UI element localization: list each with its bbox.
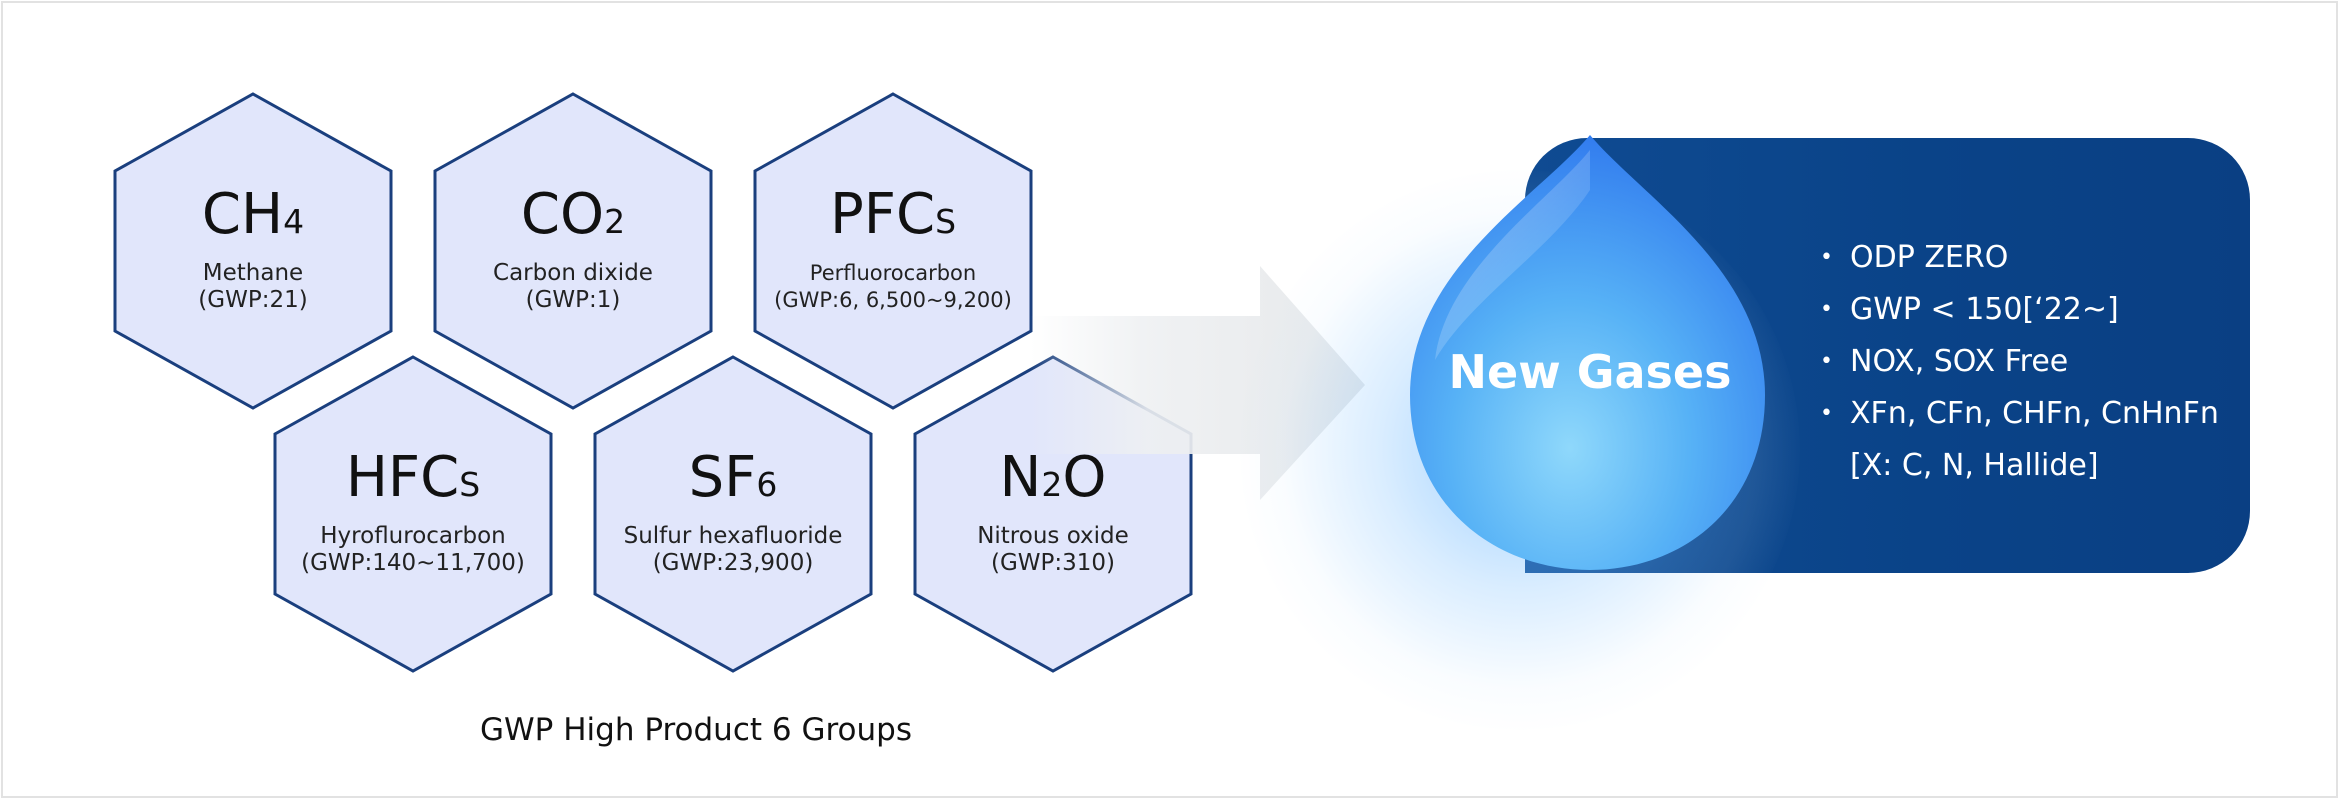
- hexagon-shape: [113, 92, 393, 410]
- formula: N2O: [999, 445, 1107, 510]
- hexagon-shape: [593, 355, 873, 673]
- gwp-value: (GWP:140~11,700): [301, 550, 525, 576]
- hex-group-carbon-dioxide: CO2 Carbon dixide (GWP:1): [432, 91, 714, 411]
- gwp-value: (GWP:1): [525, 287, 621, 313]
- gwp-value: (GWP:6, 6,500~9,200): [774, 288, 1012, 312]
- gwp-value: (GWP:23,900): [652, 550, 814, 576]
- feature-list: •ODP ZERO •GWP < 150[‘22~] •NOX, SOX Fre…: [1820, 232, 2219, 492]
- formula: CH4: [201, 182, 305, 247]
- bullet-dot: •: [1820, 401, 1833, 426]
- hex-group-methane: CH4 Methane (GWP:21): [112, 91, 394, 411]
- formula: HFCS: [345, 445, 481, 510]
- formula: PFCS: [829, 182, 957, 247]
- feature-item: •XFn, CFn, CHFn, CnHnFn: [1820, 388, 2219, 440]
- gwp-value: (GWP:21): [198, 287, 308, 313]
- groups-caption: GWP High Product 6 Groups: [480, 712, 912, 748]
- bullet-dot: •: [1820, 349, 1833, 374]
- gas-name: Nitrous oxide: [977, 523, 1129, 549]
- gas-name: Methane: [202, 260, 304, 286]
- gwp-value: (GWP:310): [990, 550, 1116, 576]
- bullet-dot: •: [1820, 245, 1833, 270]
- hex-group-sf6: SF6 Sulfur hexafluoride (GWP:23,900): [592, 354, 874, 674]
- gas-name: Carbon dixide: [493, 260, 653, 286]
- bullet-dot: •: [1820, 297, 1833, 322]
- hex-group-pfcs: PFCS Perfluorocarbon (GWP:6, 6,500~9,200…: [752, 91, 1034, 411]
- hexagon-shape: [433, 92, 713, 410]
- formula: CO2: [520, 182, 626, 247]
- drop-title: New Gases: [1448, 345, 1732, 399]
- feature-item: •ODP ZERO: [1820, 232, 2219, 284]
- hexagon-shape: [273, 355, 553, 673]
- hexagon-shape: [753, 92, 1033, 410]
- formula: SF6: [688, 445, 778, 510]
- gas-name: Sulfur hexafluoride: [623, 523, 843, 549]
- gas-name: Perfluorocarbon: [809, 261, 977, 285]
- gas-name: Hyroflurocarbon: [320, 523, 506, 549]
- feature-item: •GWP < 150[‘22~]: [1820, 284, 2219, 336]
- water-drop-icon: [1410, 135, 1765, 570]
- hex-group-hfcs: HFCS Hyroflurocarbon (GWP:140~11,700): [272, 354, 554, 674]
- feature-item: •NOX, SOX Free: [1820, 336, 2219, 388]
- feature-item-continuation: [X: C, N, Hallide]: [1850, 448, 2099, 483]
